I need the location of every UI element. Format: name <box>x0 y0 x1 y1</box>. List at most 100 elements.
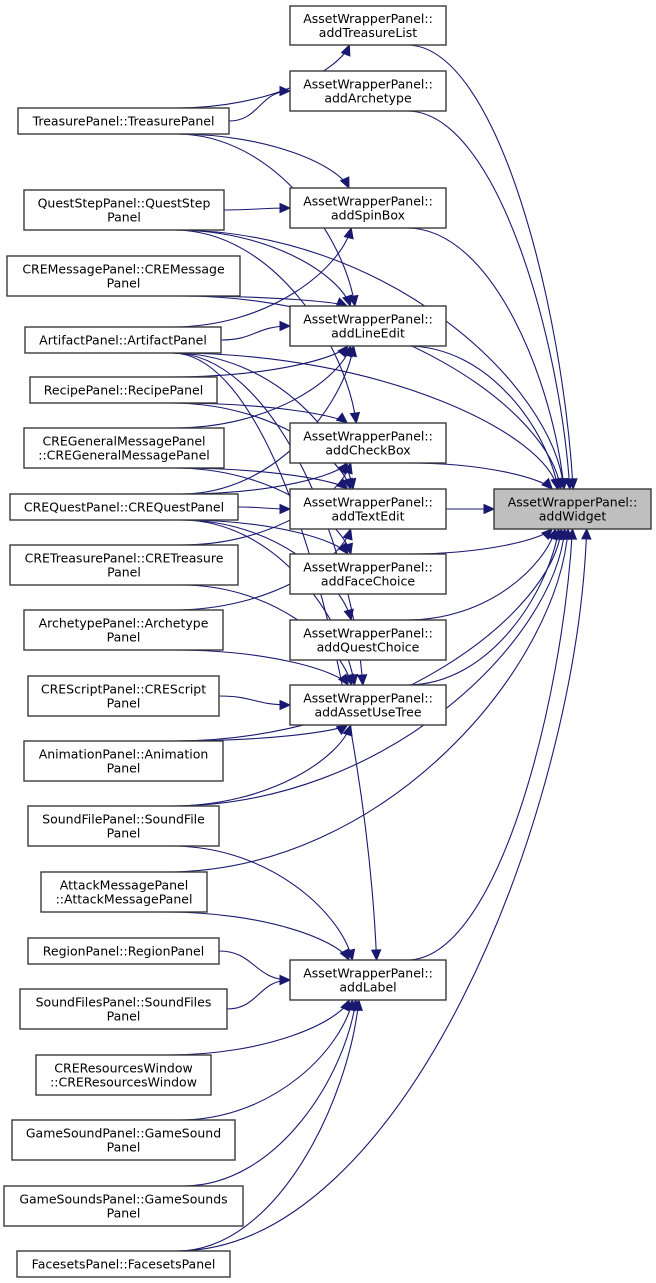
node-label: Panel <box>107 1206 141 1221</box>
node-facesets-panel[interactable]: FacesetsPanel::FacesetsPanel <box>16 1250 231 1278</box>
node-cre-resources-window[interactable]: CREResourcesWindow::CREResourcesWindow <box>35 1054 212 1096</box>
node-label: ArtifactPanel::ArtifactPanel <box>39 333 207 348</box>
node-cre-script-panel[interactable]: CREScriptPanel::CREScriptPanel <box>27 675 220 717</box>
node-box[interactable] <box>16 1250 231 1278</box>
node-add-widget[interactable]: AssetWrapperPanel::addWidget <box>493 488 652 530</box>
node-label: Panel <box>107 1009 141 1024</box>
node-sound-file-panel[interactable]: SoundFilePanel::SoundFilePanel <box>27 805 220 847</box>
node-box[interactable] <box>19 988 228 1030</box>
node-add-asset-use-tree[interactable]: AssetWrapperPanel::addAssetUseTree <box>289 684 447 726</box>
node-add-line-edit[interactable]: AssetWrapperPanel::addLineEdit <box>289 305 447 347</box>
node-label: SoundFilesPanel::SoundFiles <box>36 995 212 1010</box>
node-box[interactable] <box>3 1185 244 1227</box>
node-box[interactable] <box>289 619 447 661</box>
node-box[interactable] <box>9 493 239 521</box>
node-box[interactable] <box>27 675 220 717</box>
node-label: QuestStepPanel::QuestStep <box>38 196 211 211</box>
node-label: SoundFilePanel::SoundFile <box>42 812 205 827</box>
edge-sound-file-panel-to-add-label <box>171 845 353 961</box>
node-label: GameSoundPanel::GameSound <box>26 1126 221 1141</box>
node-box[interactable] <box>11 1119 236 1161</box>
node-label: RegionPanel::RegionPanel <box>43 944 204 959</box>
node-box[interactable] <box>289 684 447 726</box>
node-quest-step-panel[interactable]: QuestStepPanel::QuestStepPanel <box>23 189 225 231</box>
edge-game-sound-panel-to-add-label <box>179 999 354 1121</box>
node-box[interactable] <box>23 427 225 469</box>
node-box[interactable] <box>289 959 447 1001</box>
node-label: Panel <box>107 761 141 776</box>
arrowhead-icon <box>550 477 561 491</box>
edge-facesets-panel-to-add-label <box>176 999 360 1252</box>
edge-facesets-panel-to-add-widget <box>176 528 588 1252</box>
node-add-quest-choice[interactable]: AssetWrapperPanel::addQuestChoice <box>289 619 447 661</box>
arrowhead-icon <box>339 948 350 962</box>
node-cre-quest-panel[interactable]: CREQuestPanel::CREQuestPanel <box>9 493 239 521</box>
node-label: CRETreasurePanel::CRETreasure <box>25 551 224 566</box>
node-add-archetype[interactable]: AssetWrapperPanel::addArchetype <box>289 70 447 112</box>
node-box[interactable] <box>289 553 447 595</box>
node-box[interactable] <box>289 422 447 464</box>
node-label: GameSoundsPanel::GameSounds <box>19 1192 227 1207</box>
node-box[interactable] <box>289 488 447 530</box>
node-box[interactable] <box>24 326 222 354</box>
node-add-check-box[interactable]: AssetWrapperPanel::addCheckBox <box>289 422 447 464</box>
node-add-face-choice[interactable]: AssetWrapperPanel::addFaceChoice <box>289 553 447 595</box>
node-cre-message-panel[interactable]: CREMessagePanel::CREMessagePanel <box>6 255 241 297</box>
node-artifact-panel[interactable]: ArtifactPanel::ArtifactPanel <box>24 326 222 354</box>
node-box[interactable] <box>17 107 230 135</box>
node-label: Panel <box>107 696 141 711</box>
node-game-sounds-panel[interactable]: GameSoundsPanel::GameSoundsPanel <box>3 1185 244 1227</box>
node-box[interactable] <box>493 488 652 530</box>
edge-artifact-panel-to-add-spin-box <box>171 227 352 328</box>
arrowhead-icon <box>562 527 573 540</box>
node-label: Panel <box>107 565 141 580</box>
arrowhead-icon <box>337 673 350 686</box>
node-label: AssetWrapperPanel:: <box>303 560 433 575</box>
node-sound-files-panel[interactable]: SoundFilesPanel::SoundFilesPanel <box>19 988 228 1030</box>
arrowhead-icon <box>342 461 353 475</box>
node-box[interactable] <box>27 805 220 847</box>
node-box[interactable] <box>289 70 447 112</box>
node-box[interactable] <box>23 740 224 782</box>
node-box[interactable] <box>35 1054 212 1096</box>
edge-cre-message-panel-to-add-widget <box>181 295 562 490</box>
node-box[interactable] <box>29 376 218 404</box>
node-box[interactable] <box>6 255 241 297</box>
node-add-treasure-list[interactable]: AssetWrapperPanel::addTreasureList <box>289 5 447 46</box>
node-animation-panel[interactable]: AnimationPanel::AnimationPanel <box>23 740 224 782</box>
node-recipe-panel[interactable]: RecipePanel::RecipePanel <box>29 376 218 404</box>
node-game-sound-panel[interactable]: GameSoundPanel::GameSoundPanel <box>11 1119 236 1161</box>
arrowhead-icon <box>340 43 351 57</box>
node-box[interactable] <box>23 189 225 231</box>
node-add-spin-box[interactable]: AssetWrapperPanel::addSpinBox <box>289 187 447 229</box>
edge-sound-file-panel-to-add-asset-use-tree <box>171 724 352 807</box>
node-box[interactable] <box>40 871 208 913</box>
node-label: ArchetypePanel::Archetype <box>39 616 209 631</box>
nodes-layer: AssetWrapperPanel::addWidgetAssetWrapper… <box>3 5 652 1278</box>
node-region-panel[interactable]: RegionPanel::RegionPanel <box>27 937 220 965</box>
arrowhead-icon <box>581 527 592 540</box>
node-label: AnimationPanel::Animation <box>39 747 209 762</box>
node-cre-treasure-panel[interactable]: CRETreasurePanel::CRETreasurePanel <box>9 544 239 586</box>
node-add-label[interactable]: AssetWrapperPanel::addLabel <box>289 959 447 1001</box>
node-label: AssetWrapperPanel:: <box>303 429 433 444</box>
node-add-text-edit[interactable]: AssetWrapperPanel::addTextEdit <box>289 488 447 530</box>
node-attack-message-panel[interactable]: AttackMessagePanel::AttackMessagePanel <box>40 871 208 913</box>
node-box[interactable] <box>289 187 447 229</box>
edge-add-spin-box-to-add-widget <box>406 227 565 490</box>
node-treasure-panel[interactable]: TreasurePanel::TreasurePanel <box>17 107 230 135</box>
node-box[interactable] <box>23 609 224 651</box>
arrowhead-icon <box>335 412 349 424</box>
node-box[interactable] <box>289 5 447 46</box>
node-box[interactable] <box>289 305 447 347</box>
node-label: Panel <box>107 276 141 291</box>
node-box[interactable] <box>27 937 220 965</box>
node-cre-general-message-panel[interactable]: CREGeneralMessagePanel::CREGeneralMessag… <box>23 427 225 469</box>
node-label: Panel <box>107 1140 141 1155</box>
node-label: Panel <box>107 210 141 225</box>
node-label: addWidget <box>539 509 607 524</box>
arrowhead-icon <box>279 699 292 711</box>
node-archetype-panel[interactable]: ArchetypePanel::ArchetypePanel <box>23 609 224 651</box>
node-box[interactable] <box>9 544 239 586</box>
